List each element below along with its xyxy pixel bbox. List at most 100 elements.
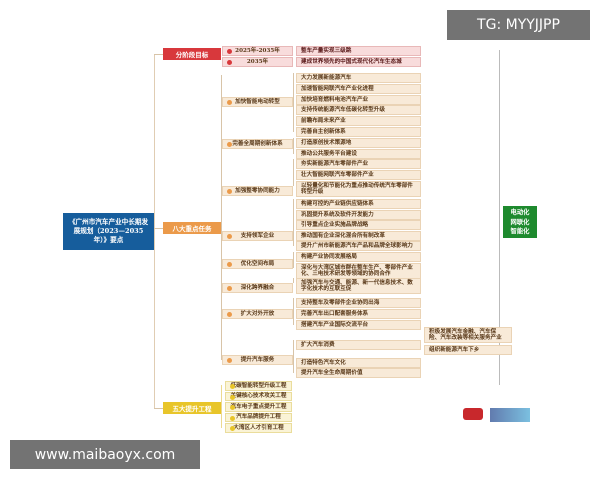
task-item: 提升汽车全生命周期价值 [296, 368, 421, 378]
connector [154, 54, 163, 55]
task-item: 以轻量化和节能化为重点推动传统汽车零部件转型升级 [296, 181, 421, 197]
project-node: 关键核心技术攻关工程 [225, 391, 292, 401]
bullet-icon [227, 286, 232, 291]
bullet-icon [227, 189, 232, 194]
service-sub-item: 积极发展汽车金融、汽车保险、汽车改装等相关服务产业 [424, 327, 512, 343]
task-node: 支持领军企业 [222, 231, 293, 241]
task-item: 巩固提升系统及软件开发能力 [296, 210, 421, 220]
task-item: 加强汽车与交通、能源、新一代信息技术、数字化技术的互联互促 [296, 278, 421, 294]
bullet-icon [227, 60, 232, 65]
stage-period-label: 2035年 [246, 58, 269, 65]
task-item: 扩大汽车消费 [296, 340, 421, 350]
task-item: 打造原创技术策源地 [296, 138, 421, 148]
task-item: 推动公共服务平台建设 [296, 149, 421, 159]
task-item: 完善汽车出口配套服务体系 [296, 309, 421, 319]
project-node: 汽车电子重点提升工程 [225, 402, 292, 412]
root-node: 《广州市汽车产业中长期发展规划（2023—2035年）》要点 [63, 213, 154, 250]
bracket-line [499, 50, 500, 385]
summary-item: 智能化 [510, 228, 530, 235]
task-item: 壮大智能网联汽车零部件产业 [296, 170, 421, 180]
bullet-icon [230, 405, 235, 410]
bullet-icon [227, 358, 232, 363]
connector [293, 298, 294, 325]
bullet-icon [230, 415, 235, 421]
connector [154, 408, 163, 409]
project-label: 汽车电子重点提升工程 [230, 403, 287, 410]
project-label: 关键核心技术攻关工程 [230, 393, 287, 399]
task-item: 构建产业协同发展格局 [296, 252, 421, 262]
stage-goal: 建成世界领先的中国式现代化汽车生态城 [296, 57, 421, 67]
bullet-icon [227, 312, 232, 317]
task-node: 加强整零协同能力 [222, 186, 293, 196]
category-projects: 五大提升工程 [163, 402, 221, 414]
bullet-icon [230, 426, 235, 431]
connector [221, 75, 222, 360]
connector [293, 340, 294, 373]
task-label: 支持领军企业 [240, 232, 275, 239]
partner-logo [490, 408, 530, 422]
project-node: 低碳智能转型升级工程 [225, 381, 292, 391]
category-key-tasks: 八大重点任务 [163, 222, 221, 234]
watermark-bottom: www.maibaoyx.com [10, 440, 200, 469]
stage-period: 2035年 [222, 57, 293, 67]
project-label: 大湾区人才引育工程 [233, 424, 284, 431]
task-item: 支持整车及零部件企业协同出海 [296, 298, 421, 308]
project-label: 低碳智能转型升级工程 [230, 382, 287, 389]
category-stage-goals: 分阶段目标 [163, 48, 221, 60]
task-item: 构建可控的产业链供应链体系 [296, 199, 421, 209]
task-item: 引导重点企业实施品牌战略 [296, 220, 421, 230]
connector [154, 54, 155, 408]
task-label: 优化空间布局 [240, 260, 275, 267]
bullet-icon [227, 49, 232, 54]
service-sub-item: 组织新能源汽车下乡 [424, 345, 512, 355]
connector [293, 159, 294, 186]
task-node: 加快智能电动转型 [222, 97, 293, 107]
task-item: 加速智能网联汽车产业化进程 [296, 84, 421, 94]
project-node: 汽车品牌提升工程 [225, 412, 292, 422]
project-node: 大湾区人才引育工程 [225, 423, 292, 433]
bullet-icon [230, 384, 235, 389]
task-item: 打造特色汽车文化 [296, 358, 421, 368]
task-label: 加强整零协同能力 [235, 187, 280, 194]
task-node: 提升汽车服务 [222, 355, 293, 365]
publisher-logo [463, 408, 483, 420]
summary-box: 电动化 网联化 智能化 [503, 206, 537, 238]
bullet-icon [227, 234, 232, 239]
summary-item: 网联化 [510, 218, 530, 226]
connector [293, 199, 294, 246]
bullet-icon [227, 100, 232, 105]
connector [293, 138, 294, 154]
stage-goal: 整车产量实现三级跳 [296, 46, 421, 56]
task-item: 搭建汽车产业国际交流平台 [296, 320, 421, 330]
connector [293, 252, 294, 268]
project-label: 汽车品牌提升工程 [236, 414, 281, 420]
connector [293, 73, 294, 132]
task-item: 大力发展新能源汽车 [296, 73, 421, 83]
connector [154, 228, 163, 229]
task-item: 完善自主创新体系 [296, 127, 421, 137]
task-node: 深化跨界融合 [222, 283, 293, 293]
task-item: 深化与大湾区城市群在整车生产、零部件产业化、三电技术研发等领域的协同合作 [296, 263, 421, 279]
task-node: 优化空间布局 [222, 259, 293, 269]
task-label: 提升汽车服务 [240, 356, 275, 363]
bullet-icon [227, 262, 232, 267]
task-item: 提升广州市新能源汽车产品和品牌全球影响力 [296, 241, 421, 251]
task-node: 扩大对外开放 [222, 309, 293, 319]
task-item: 加快培育燃料电池汽车产业 [296, 95, 421, 105]
stage-period: 2025年-2035年 [222, 46, 293, 56]
task-item: 夯实新能源汽车零部件产业 [296, 159, 421, 169]
task-node: 完善全周期创新体系 [222, 139, 293, 149]
task-label: 完善全周期创新体系 [232, 140, 283, 147]
task-label: 深化跨界融合 [240, 284, 275, 291]
task-item: 前瞻布局未来产业 [296, 116, 421, 126]
summary-item: 电动化 [510, 209, 530, 216]
task-item: 推动国有企业深化混合所有制改革 [296, 231, 421, 241]
bullet-icon [227, 142, 232, 147]
watermark-top: TG: MYYJJPP [447, 10, 590, 40]
task-label: 加快智能电动转型 [235, 98, 280, 105]
task-item: 支持传统能源汽车低碳化转型升级 [296, 105, 421, 115]
connector [221, 385, 222, 428]
stage-period-label: 2025年-2035年 [235, 47, 280, 54]
bullet-icon [230, 394, 235, 400]
task-label: 扩大对外开放 [240, 310, 275, 317]
